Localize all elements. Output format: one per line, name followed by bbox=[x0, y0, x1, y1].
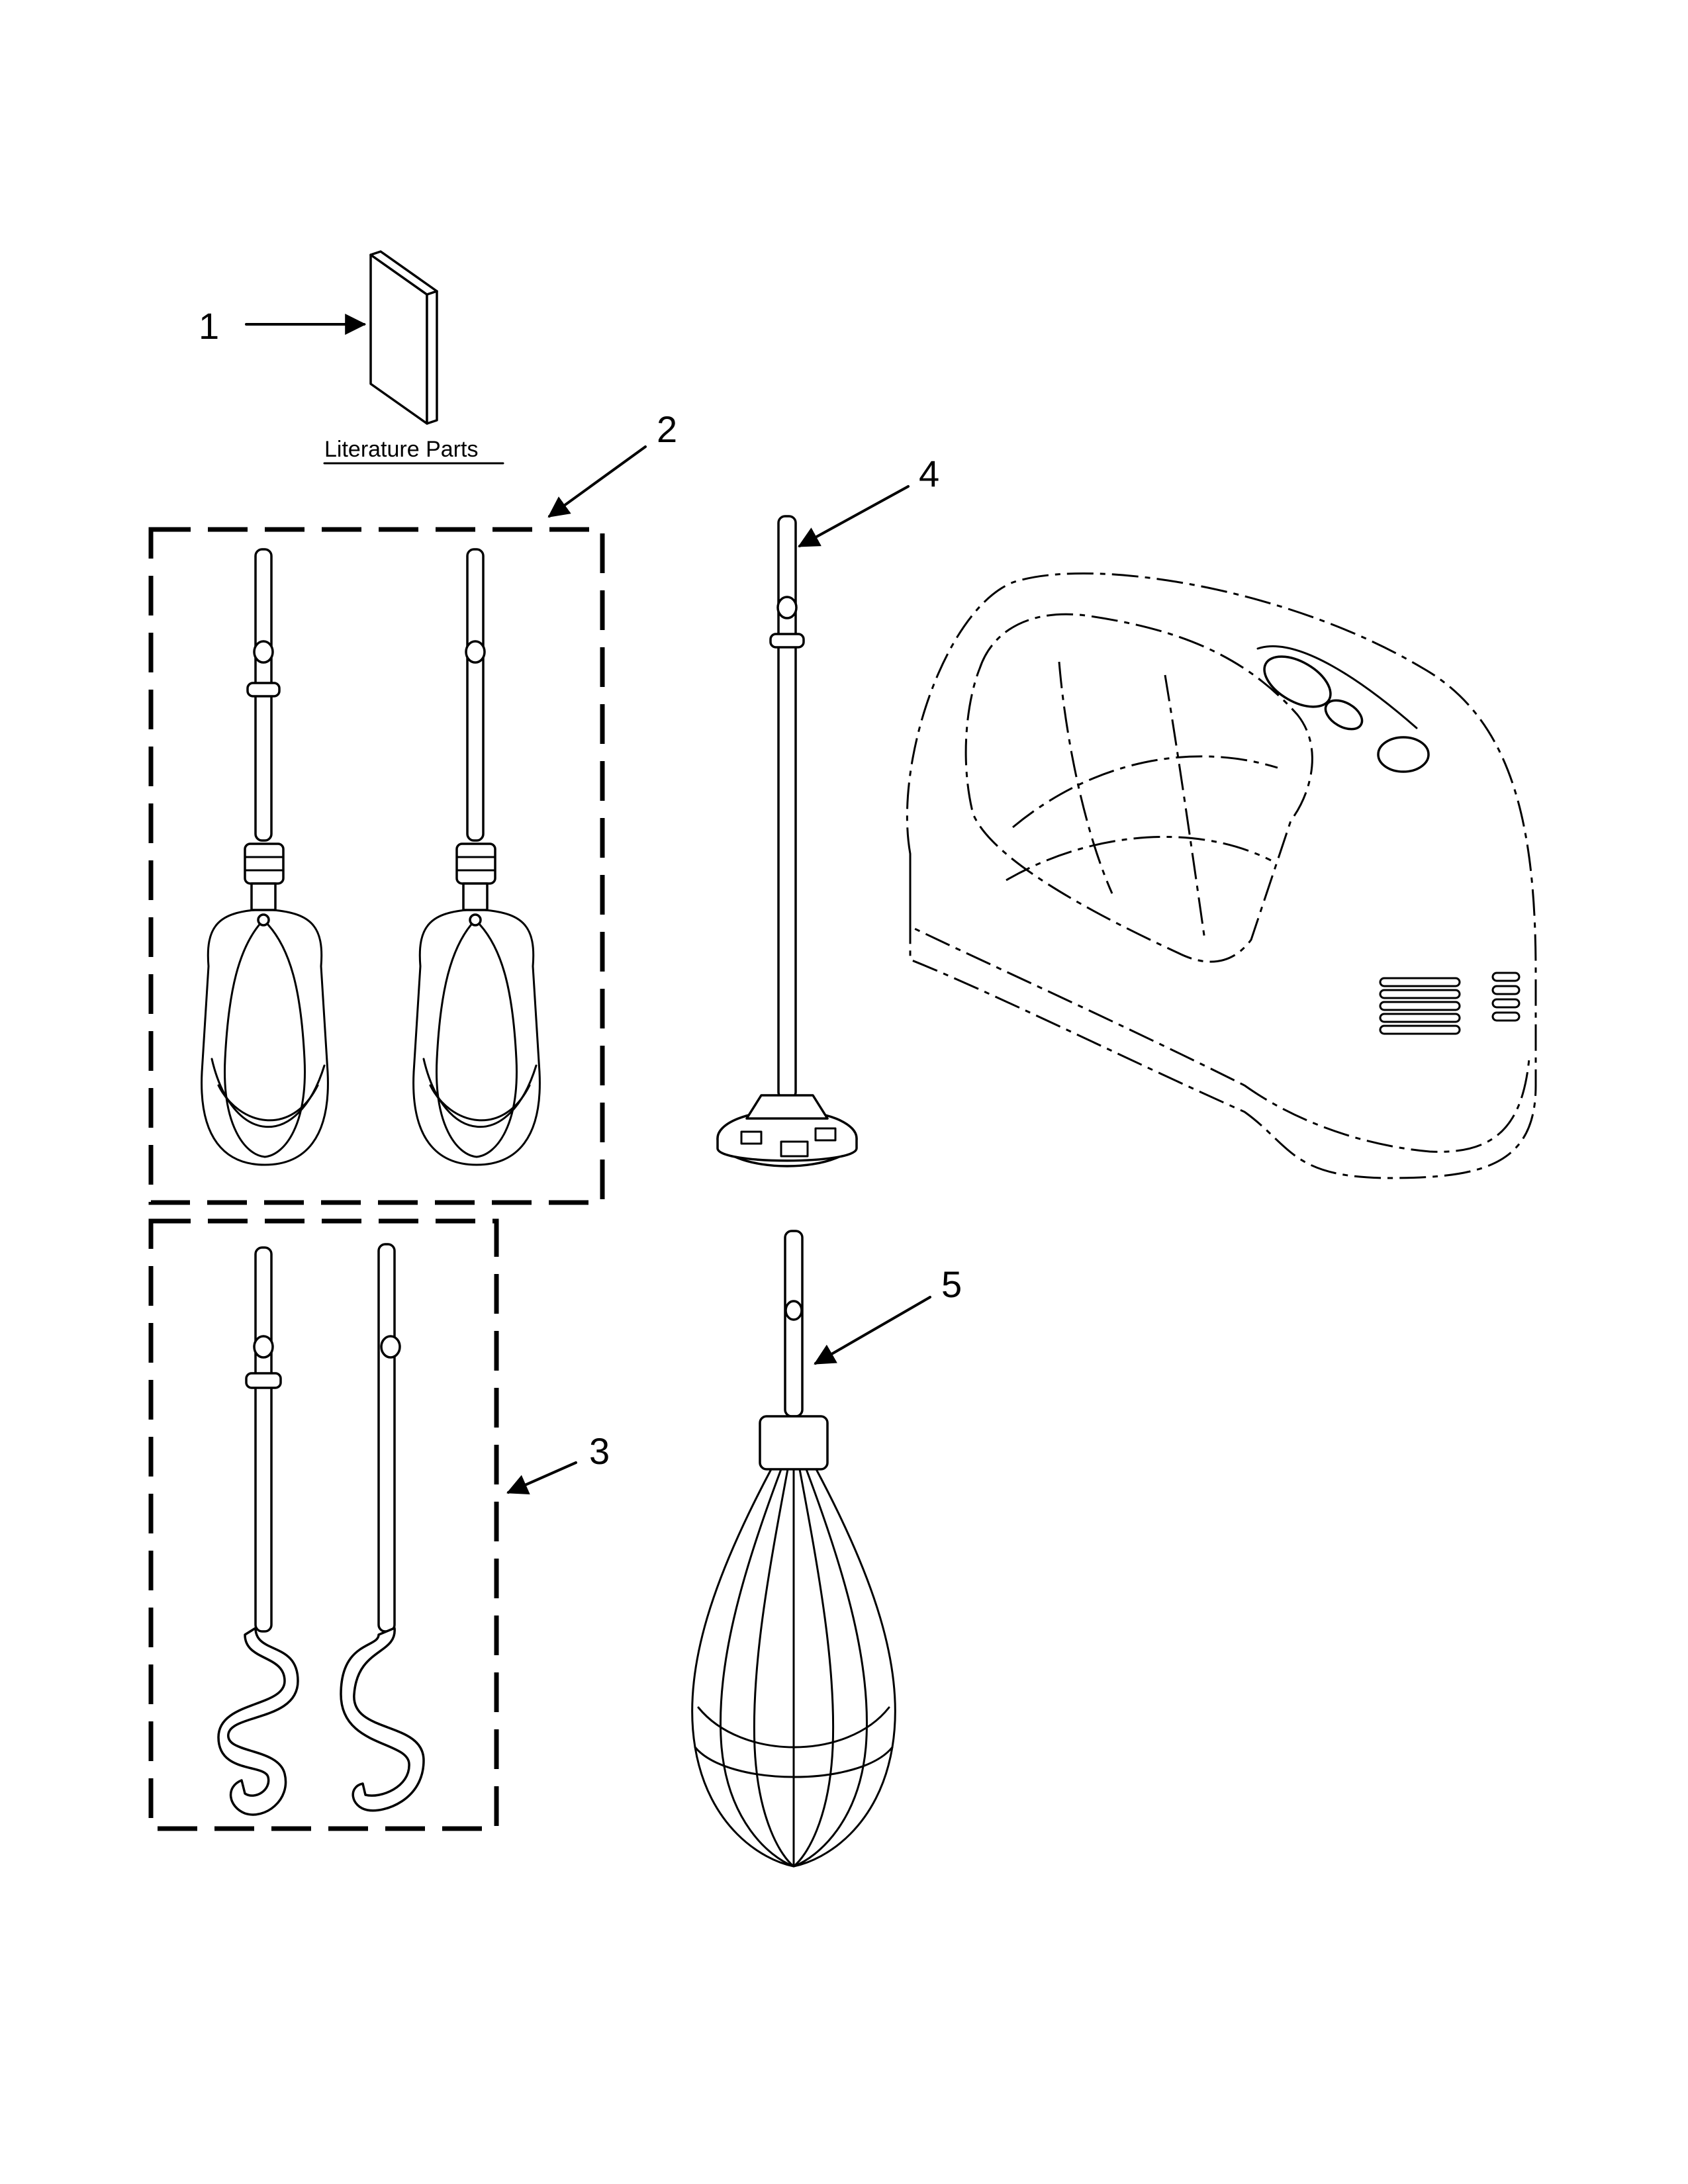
blending-rod bbox=[716, 515, 858, 1167]
callout-5: 5 bbox=[941, 1263, 962, 1305]
dough-hook-right bbox=[340, 1243, 425, 1812]
hand-mixer-body bbox=[906, 572, 1537, 1179]
callout-2-arrow bbox=[547, 445, 647, 518]
callout-5-arrow bbox=[814, 1296, 931, 1365]
callout-4: 4 bbox=[919, 453, 939, 494]
whisk bbox=[691, 1230, 896, 1868]
literature-booklet bbox=[369, 250, 438, 425]
dough-hooks-group-box bbox=[148, 1218, 499, 1831]
callout-2: 2 bbox=[657, 408, 677, 450]
beater-left bbox=[201, 548, 329, 1166]
callout-3-arrow bbox=[506, 1461, 577, 1495]
vent-slots bbox=[1379, 972, 1521, 1035]
callout-1: 1 bbox=[199, 305, 219, 347]
beater-right bbox=[412, 548, 541, 1166]
dough-hook-left bbox=[217, 1246, 299, 1816]
callout-4-arrow bbox=[798, 485, 910, 547]
beaters-group-box bbox=[148, 527, 605, 1205]
literature-label: Literature Parts bbox=[324, 437, 478, 462]
callout-3: 3 bbox=[589, 1430, 610, 1472]
